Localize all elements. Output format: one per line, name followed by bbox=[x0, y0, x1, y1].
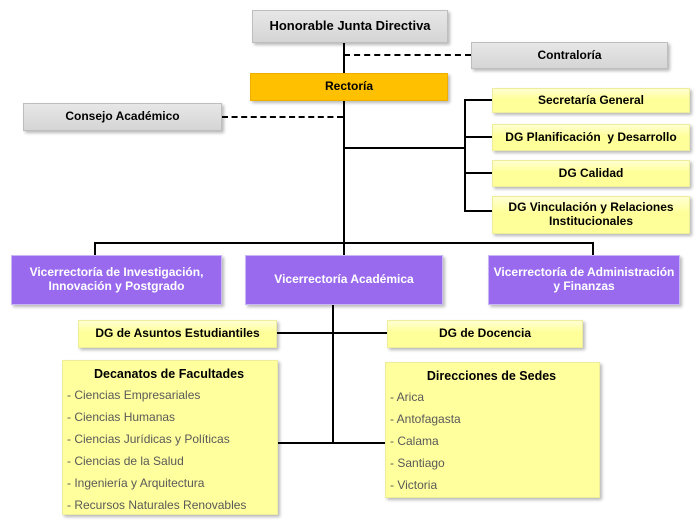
branch-drop-left bbox=[94, 242, 96, 256]
list-item: Ciencias Jurídicas y Políticas bbox=[67, 428, 271, 450]
node-dg-planificacion: DG Planificación y Desarrollo bbox=[492, 124, 690, 151]
branch-horizontal bbox=[94, 242, 594, 244]
node-vicerrectoria-investigacion: Vicerrectoría de Investigación, Innovaci… bbox=[11, 255, 222, 305]
bracket-stub-planificacion bbox=[464, 136, 492, 138]
list-item: Recursos Naturales Renovables bbox=[67, 494, 271, 516]
connector-dashed-contraloria bbox=[344, 54, 471, 56]
branch-drop-right bbox=[592, 242, 594, 256]
bracket-stub-secretaria bbox=[464, 99, 492, 101]
list-item: Calama bbox=[390, 430, 593, 452]
list-item: Ingeniería y Arquitectura bbox=[67, 472, 271, 494]
list-item: Santiago bbox=[390, 452, 593, 474]
connector-junta-rectoria bbox=[343, 43, 345, 73]
node-dg-docencia: DG de Docencia bbox=[387, 320, 583, 348]
box-decanatos-facultades: Decanatos de Facultades Ciencias Empresa… bbox=[62, 360, 278, 515]
list-item: Victoria bbox=[390, 474, 593, 496]
list-item: Arica bbox=[390, 386, 593, 408]
list-item: Ciencias Humanas bbox=[67, 406, 271, 428]
list-item: Antofagasta bbox=[390, 408, 593, 430]
bracket-stub-vinculacion bbox=[464, 210, 492, 212]
node-rectoria: Rectoría bbox=[250, 73, 448, 101]
bracket-vertical bbox=[464, 99, 466, 212]
box-direcciones-sedes: Direcciones de Sedes AricaAntofagastaCal… bbox=[385, 362, 600, 498]
connector-to-bracket bbox=[343, 147, 465, 149]
list-item: Ciencias Empresariales bbox=[67, 384, 271, 406]
list-item: Ciencias de la Salud bbox=[67, 450, 271, 472]
node-consejo-academico: Consejo Académico bbox=[23, 103, 222, 131]
sedes-list: AricaAntofagastaCalamaSantiagoVictoria bbox=[390, 386, 593, 496]
node-dg-vinculacion: DG Vinculación y Relaciones Instituciona… bbox=[492, 196, 690, 234]
node-vicerrectoria-academica: Vicerrectoría Académica bbox=[245, 255, 443, 305]
sedes-title: Direcciones de Sedes bbox=[426, 369, 557, 383]
node-contraloria: Contraloría bbox=[471, 42, 668, 69]
node-junta-directiva: Honorable Junta Directiva bbox=[252, 10, 448, 43]
connector-dashed-consejo bbox=[222, 116, 343, 118]
connector-bottom-row bbox=[278, 442, 386, 444]
connector-academica-down bbox=[332, 305, 334, 444]
decanatos-list: Ciencias EmpresarialesCiencias HumanasCi… bbox=[67, 384, 271, 516]
node-dg-calidad: DG Calidad bbox=[492, 160, 690, 187]
bracket-stub-calidad bbox=[464, 172, 492, 174]
node-secretaria-general: Secretaría General bbox=[492, 88, 690, 113]
node-dg-asuntos-estudiantiles: DG de Asuntos Estudiantiles bbox=[78, 320, 277, 348]
node-vicerrectoria-administracion: Vicerrectoría de Administración y Finanz… bbox=[488, 255, 680, 305]
connector-rectoria-down bbox=[343, 101, 345, 257]
decanatos-title: Decanatos de Facultades bbox=[93, 367, 245, 381]
connector-dg-row bbox=[277, 332, 387, 334]
